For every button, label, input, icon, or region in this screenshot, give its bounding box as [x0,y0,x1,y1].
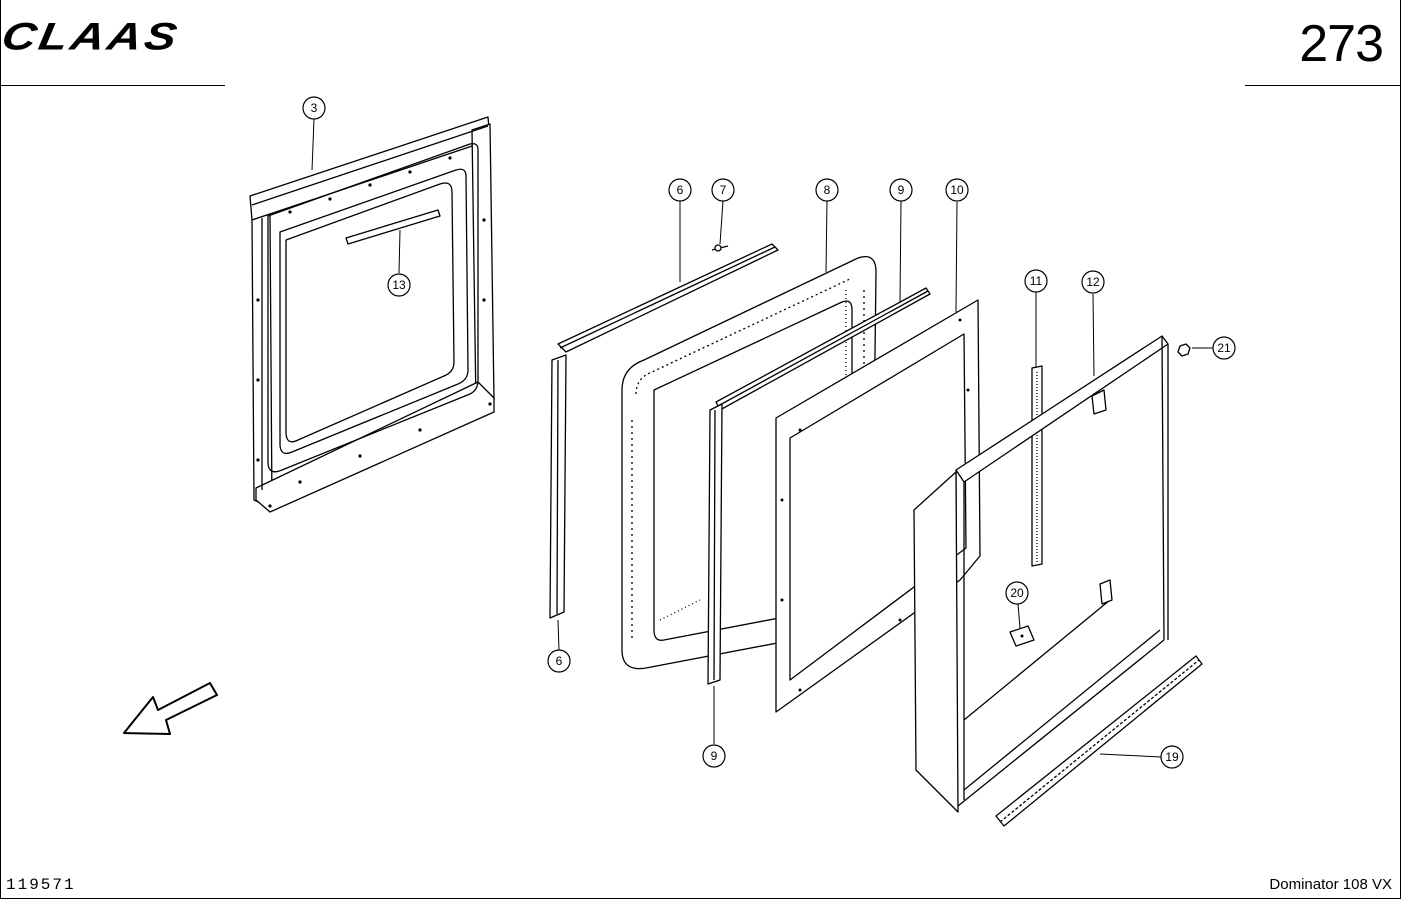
callout-circle [1024,269,1048,293]
vertical-reinforcement-bar [1031,365,1043,567]
callout-number: 20 [1010,586,1024,600]
callout-circle [1005,581,1029,605]
callout-circle [711,178,735,202]
callout-19: 19 [1160,745,1184,769]
leader-lines [311,118,1213,758]
page-number: 273 [1299,15,1384,73]
callout-11: 11 [1024,269,1048,293]
direction-arrow-icon [123,682,218,735]
callout-12: 12 [1081,270,1105,294]
callout-6-top: 6 [668,178,692,202]
callout-number: 3 [311,101,318,115]
small-mounting-plate [1009,625,1035,647]
sealing-strip-9-side [707,403,723,685]
callout-number: 7 [720,183,727,197]
header-rule-right [1245,85,1401,86]
bottom-rail [995,655,1203,827]
screw-part [711,244,729,252]
callout-number: 10 [950,183,964,197]
callout-3: 3 [302,96,326,120]
callout-number: 9 [711,749,718,763]
drawing-number: 119571 [6,876,76,894]
callout-number: 8 [824,183,831,197]
callout-number: 9 [898,183,905,197]
callout-number: 12 [1086,275,1100,289]
hex-nut [1177,343,1191,357]
callout-20: 20 [1005,581,1029,605]
seal-strip-top [557,243,779,353]
header-rule-left [0,85,225,86]
outer-housing-frame [913,335,1169,813]
callout-number: 11 [1030,274,1043,288]
callout-21: 21 [1212,336,1236,360]
callout-circle [945,178,969,202]
callout-9-bottom: 9 [702,744,726,768]
door-frame-panel [249,116,495,513]
callout-circle [302,96,326,120]
callout-circle [815,178,839,202]
callout-9-top: 9 [889,178,913,202]
model-name: Dominator 108 VX [1269,876,1392,893]
callout-number: 13 [392,278,406,292]
callout-circle [1212,336,1236,360]
callout-circle [547,649,571,673]
callout-circle [1081,270,1105,294]
callout-circle [1160,745,1184,769]
callout-number: 6 [677,183,684,197]
callout-6-bottom: 6 [547,649,571,673]
callout-13: 13 [387,273,411,297]
callout-circle [889,178,913,202]
callout-7: 7 [711,178,735,202]
callout-labels: 3 13 6 7 8 9 10 11 12 21 20 6 9 19 [302,96,1236,769]
callout-number: 21 [1217,341,1231,355]
callout-10: 10 [945,178,969,202]
gasket-frame [775,299,981,713]
callout-circle [387,273,411,297]
callout-number: 6 [556,654,563,668]
callout-number: 19 [1165,750,1179,764]
callout-circle [668,178,692,202]
callout-circle [702,744,726,768]
seal-strip-side [549,354,567,619]
callout-8: 8 [815,178,839,202]
